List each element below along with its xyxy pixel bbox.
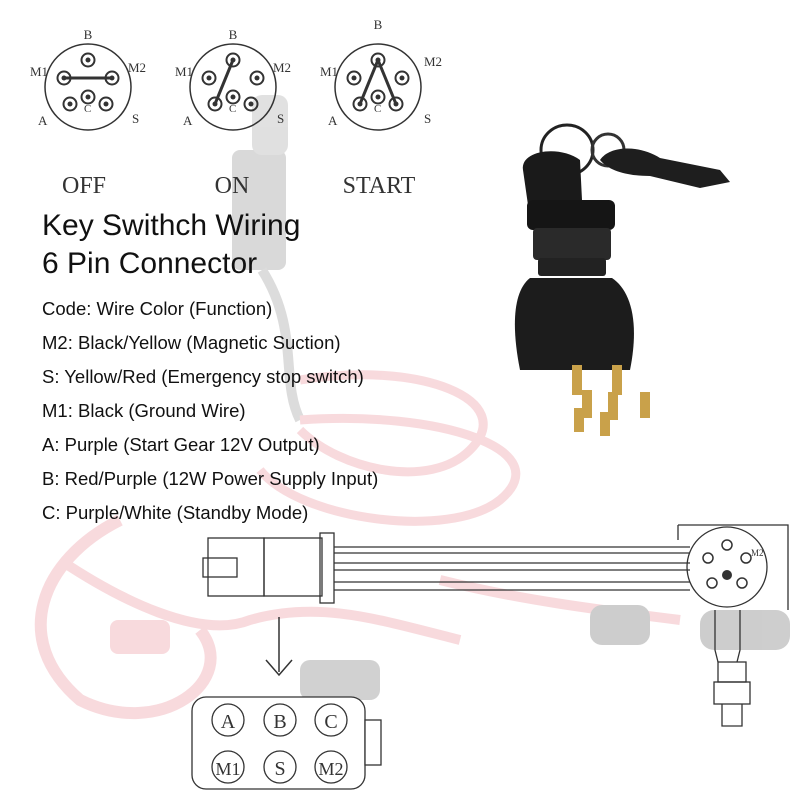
thread-nut [533,228,611,260]
spec-line: C: Purple/White (Standby Mode) [42,502,309,523]
connector-schematic [202,524,789,727]
key-head [522,151,582,205]
socket-face [686,526,768,608]
stop-switch [717,661,747,683]
spec-line: B: Red/Purple (12W Power Supply Input) [42,468,379,489]
pin-label-s: S [424,111,431,126]
pin-label-m2: M2 [273,60,291,75]
pinout-on: B M1 M2 A C S ON [175,27,291,199]
pin-label-c: C [229,103,236,115]
brass-pins [572,365,650,436]
spec-line: M2: Black/Yellow (Magnetic Suction) [42,332,341,353]
state-label-on: ON [215,173,250,199]
title-line-1: Key Swithch Wiring [42,209,301,242]
pin-label-b: B [229,27,238,42]
face-label-a: A [221,711,236,733]
pin-label-s: S [132,111,139,126]
switch-body [514,278,634,370]
state-label-off: OFF [62,173,106,199]
pinout-start: B M1 M2 A C S START [320,17,442,199]
pin-label-b: B [374,17,383,32]
plug-tab [202,557,238,578]
pin-label-m1: M1 [320,64,338,79]
pinout-off: B M1 M2 A C S OFF [30,27,146,199]
pin-label-c: C [84,103,91,115]
pin-sockets [56,52,120,112]
connector-face: A B C M1 S M2 [191,696,382,790]
spec-line: A: Purple (Start Gear 12V Output) [42,434,320,455]
bridge-line [358,59,380,105]
face-label-m1: M1 [215,759,240,779]
plug-body [207,537,265,597]
bridge-line [376,59,398,105]
socket-face-pins: M2 [702,539,764,589]
background-lanyard-photo [34,95,790,719]
socket-label-m2: M2 [751,548,764,558]
state-label-start: START [343,173,416,199]
spec-line: Code: Wire Color (Function) [42,298,273,319]
pin-label-m2: M2 [128,60,146,75]
bezel [527,200,615,230]
down-arrow-icon [265,617,293,677]
pin-label-m2: M2 [424,54,442,69]
face-label-c: C [324,711,337,733]
page-title: Key Swithch Wiring 6 Pin Connector [42,207,300,283]
pin-label-a: A [328,113,338,128]
face-label-s: S [274,758,285,780]
spare-key [600,148,730,188]
pin-label-s: S [277,111,284,126]
face-label-b: B [273,711,286,733]
title-line-2: 6 Pin Connector [42,247,258,280]
pin-label-m1: M1 [175,64,193,79]
wiring-spec-list: Code: Wire Color (Function) M2: Black/Ye… [42,292,378,530]
plug-collar [319,532,335,604]
pin-label-a: A [38,113,48,128]
key-switch-photo [514,123,730,436]
face-label-m2: M2 [318,759,343,779]
bridge-line [213,59,235,105]
pin-label-c: C [374,103,381,115]
pin-label-m1: M1 [30,64,48,79]
spec-line: S: Yellow/Red (Emergency stop switch) [42,366,364,387]
pin-label-a: A [183,113,193,128]
pin-label-b: B [84,27,93,42]
spec-line: M1: Black (Ground Wire) [42,400,246,421]
